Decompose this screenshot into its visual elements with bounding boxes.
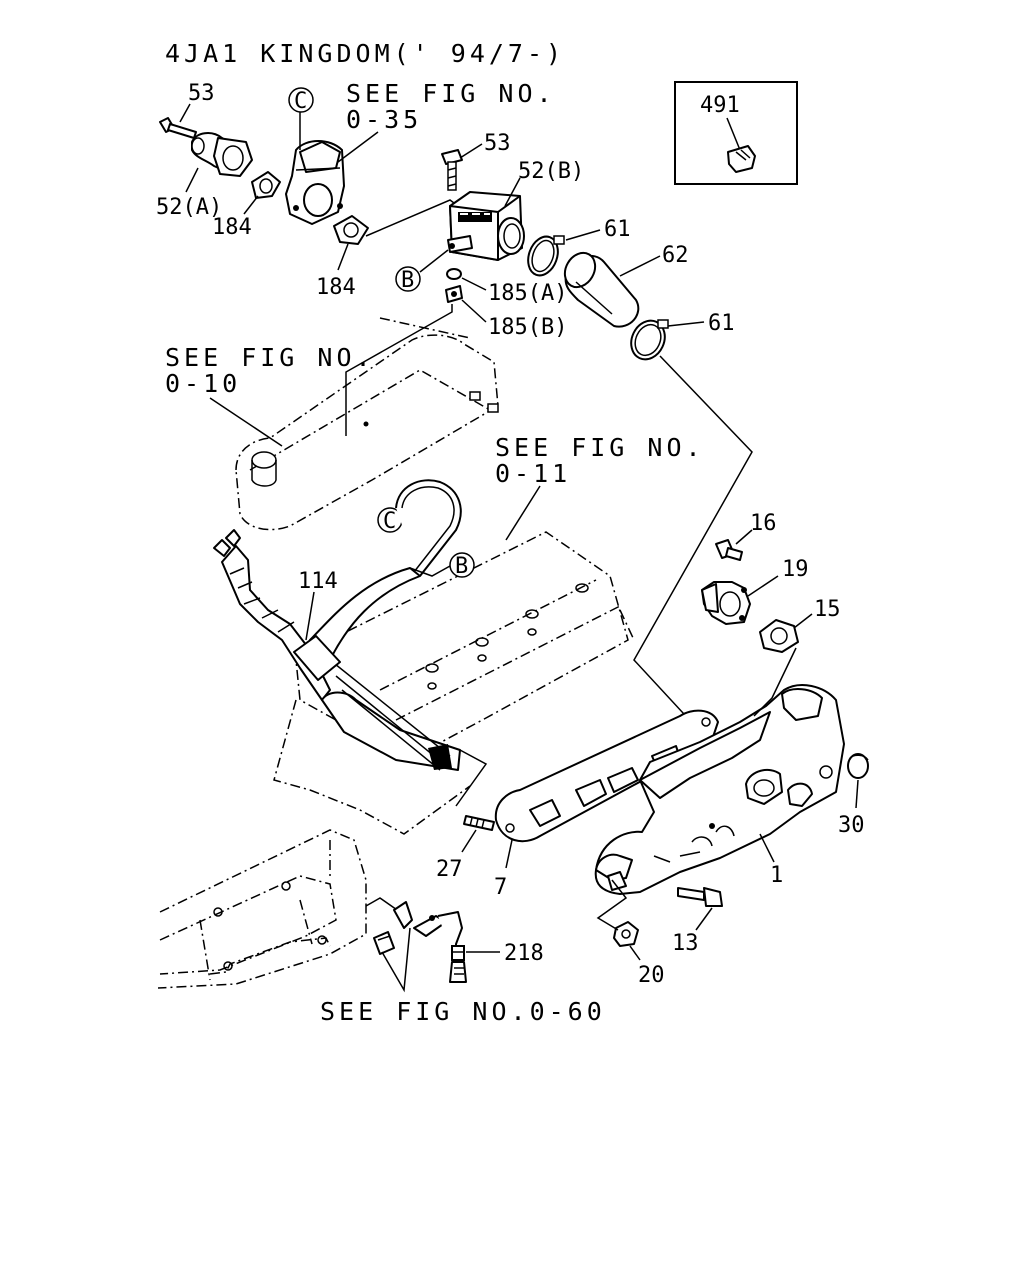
bolt-53-left-icon: [159, 117, 197, 139]
svg-text:C: C: [383, 509, 396, 534]
sensor-218-icon: [413, 911, 467, 983]
part-label-184-a: 184: [212, 215, 252, 240]
harness-group: C B 114: [213, 479, 488, 807]
part-label-19: 19: [782, 557, 809, 582]
marker-b-top: B: [395, 266, 421, 293]
exhaust-manifold-1-icon: [594, 684, 845, 895]
see-fig-011-line2: 0-11: [495, 459, 571, 488]
clip-part-491-icon: [727, 145, 756, 173]
water-elbow-52a-icon: [191, 132, 253, 177]
part-label-184-b: 184: [316, 275, 356, 300]
part-label-1: 1: [770, 863, 783, 888]
vehicle-frame-icon: [157, 829, 367, 989]
thermo-unit-group: 53 52(B) B 185(A) 185(B): [345, 131, 584, 436]
see-fig-035-line2: 0-35: [346, 105, 422, 134]
wiring-harness-114-icon: [213, 529, 461, 771]
frame-group: 218 SEE FIG NO.0-60: [157, 829, 606, 1026]
diagram-title: 4JA1 KINGDOM(' 94/7-): [165, 39, 565, 68]
part-label-7: 7: [494, 875, 507, 900]
part-label-218: 218: [504, 941, 544, 966]
part-label-52b: 52(B): [518, 159, 584, 184]
gasket-15-icon: [759, 619, 799, 653]
water-outlet-19-icon: [701, 581, 751, 625]
part-label-114: 114: [298, 569, 338, 594]
clamp-clip-icon: [373, 931, 395, 955]
part-label-491: 491: [700, 93, 740, 118]
bolt-53-right-icon: [441, 149, 463, 191]
part-label-52a: 52(A): [156, 195, 222, 220]
marker-c-top: C: [288, 87, 314, 114]
thermostat-housing-icon: [285, 140, 345, 225]
svg-text:B: B: [401, 268, 414, 293]
part-label-61-bottom: 61: [708, 311, 735, 336]
cylinder-head-icon: [273, 531, 635, 835]
clamp-61-top-icon: [527, 235, 565, 277]
part-label-61-top: 61: [604, 217, 631, 242]
part-label-15: 15: [814, 597, 841, 622]
part-label-53-left: 53: [188, 81, 215, 106]
hose-group: 61 62 61: [527, 217, 753, 741]
water-outlet-group: 16 19 15: [701, 511, 841, 717]
part-label-185a: 185(A): [488, 281, 567, 306]
bracket-icon: [393, 901, 413, 929]
see-fig-011-line1: SEE FIG NO.: [495, 433, 705, 462]
part-label-20: 20: [638, 963, 665, 988]
cam-cover-icon: [235, 317, 499, 531]
washer-185a-icon: [446, 268, 462, 280]
see-fig-010-line2: 0-10: [165, 369, 241, 398]
part-label-185b: 185(B): [488, 315, 567, 340]
manifold-group: 7 27 1 30: [436, 684, 869, 988]
cap-30-icon: [847, 753, 869, 779]
part-label-30: 30: [838, 813, 865, 838]
nut-20-icon: [613, 921, 639, 947]
gasket-184a-icon: [251, 171, 281, 199]
gasket-184b-icon: [333, 215, 369, 245]
part-label-27: 27: [436, 857, 463, 882]
thermostat-housing-group: 53 52(A) 184 C: [156, 79, 556, 300]
hose-62-icon: [563, 251, 640, 328]
part-label-62: 62: [662, 243, 689, 268]
part-label-16: 16: [750, 511, 777, 536]
see-fig-035-line1: SEE FIG NO.: [346, 79, 556, 108]
see-fig-010-line1: SEE FIG NO.: [165, 343, 375, 372]
part-label-53-right: 53: [484, 131, 511, 156]
see-fig-060: SEE FIG NO.0-60: [320, 997, 606, 1026]
svg-text:B: B: [455, 554, 468, 579]
bolt-13-icon: [677, 887, 723, 907]
part-label-13: 13: [672, 931, 699, 956]
cylinder-head-group: SEE FIG NO. 0-11: [273, 433, 705, 835]
inset-box: 491: [674, 81, 798, 185]
stud-27-icon: [463, 815, 495, 831]
bolt-16-icon: [715, 539, 743, 561]
svg-text:C: C: [294, 89, 307, 114]
cam-cover-group: SEE FIG NO. 0-10: [165, 317, 499, 531]
clamp-61-bottom-icon: [630, 319, 669, 361]
marker-c-mid: C: [377, 507, 403, 534]
thermo-unit-52b-icon: [447, 191, 525, 261]
marker-b-mid: B: [449, 552, 475, 579]
plug-185b-icon: [445, 285, 463, 303]
